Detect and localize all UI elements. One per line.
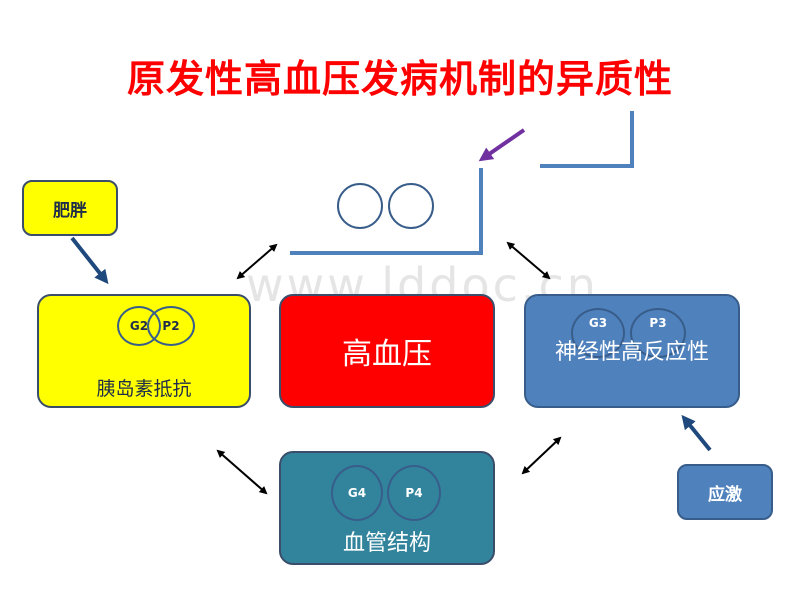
gene-circle-g3: G3 (571, 308, 625, 358)
gene-label-p2: P2 (162, 319, 180, 333)
page-title: 原发性高血压发病机制的异质性 (126, 57, 673, 101)
obesity-label: 肥胖 (53, 200, 87, 221)
gene-label-p3: P3 (649, 316, 667, 330)
hypertension-box: 高血压 (279, 294, 495, 408)
stress-label: 应激 (708, 484, 742, 505)
obesity-box: 肥胖 (22, 180, 118, 236)
gene-label-p4: P4 (405, 486, 423, 500)
hypertension-label: 高血压 (342, 337, 432, 372)
gene-circle-p4: P4 (387, 465, 441, 521)
insulin-resistance-label: 胰岛素抵抗 (96, 378, 192, 400)
top-right-bracket-line (540, 111, 634, 168)
neural-hyperreactivity-text: 神经性高反应性 (554, 340, 709, 365)
neural-hyperreactivity-label: 神经性高反应性 (526, 338, 738, 368)
top-bracket-line (290, 168, 483, 255)
stress-arrow (681, 414, 712, 452)
insulin-resistance-box: G2 P2 胰岛素抵抗 (37, 294, 251, 408)
gene-circle-p2: P2 (147, 306, 195, 346)
obesity-arrow (70, 236, 109, 285)
arrow-bottom-right (521, 436, 562, 475)
purple-arrow (478, 128, 526, 162)
gene-label-g3: G3 (588, 316, 608, 330)
gene-circle-g4: G4 (331, 465, 383, 521)
vascular-structure-box: G4 P4 血管结构 (279, 451, 495, 565)
gene-label-g2: G2 (129, 319, 149, 333)
gene-label-g4: G4 (347, 486, 367, 500)
neural-hyperreactivity-box: G3 P3 神经性高反应性 (524, 294, 740, 408)
gene-circle-p3: P3 (630, 308, 686, 358)
arrow-bottom-left (216, 449, 268, 495)
vascular-structure-label: 血管结构 (342, 531, 431, 556)
stress-box: 应激 (677, 464, 773, 520)
top-circle-1 (337, 183, 383, 229)
top-circle-2 (388, 183, 434, 229)
